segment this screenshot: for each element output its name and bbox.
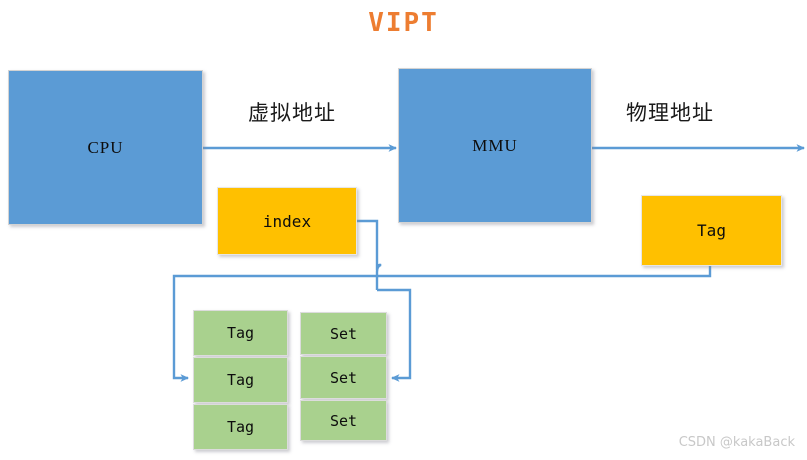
tag-array-row-2-label: Tag [226,418,255,436]
tag-array-row-0-label: Tag [226,324,255,342]
wire-index-down [357,219,382,290]
diagram-title: VIPT [368,8,439,38]
set-array-row-0[interactable]: Set [300,312,387,355]
block-tag-physical[interactable]: Tag [641,195,782,266]
tag-array-row-0[interactable]: Tag [193,310,288,356]
block-cpu-label: CPU [87,137,124,157]
wire-tag-to-arrays [362,266,712,278]
set-array-row-2-label: Set [329,411,358,430]
set-array-row-0-label: Set [329,324,358,343]
set-array-row-1[interactable]: Set [300,356,387,399]
block-index[interactable]: index [217,187,357,255]
block-mmu-label: MMU [472,135,518,155]
tag-array-row-2[interactable]: Tag [193,404,288,450]
tag-array-row-1-label: Tag [226,371,255,389]
label-physical-address: 物理地址 [626,101,714,125]
block-cpu[interactable]: CPU [8,70,203,225]
set-array-row-1-label: Set [329,368,358,387]
label-virtual-address: 虚拟地址 [248,101,336,125]
tag-array-row-1[interactable]: Tag [193,357,288,403]
block-index-label: index [262,211,312,231]
block-mmu[interactable]: MMU [398,68,592,223]
watermark: CSDN @kakaBack [678,435,795,450]
block-tag-physical-label: Tag [697,221,726,240]
set-array-row-2[interactable]: Set [300,400,387,441]
